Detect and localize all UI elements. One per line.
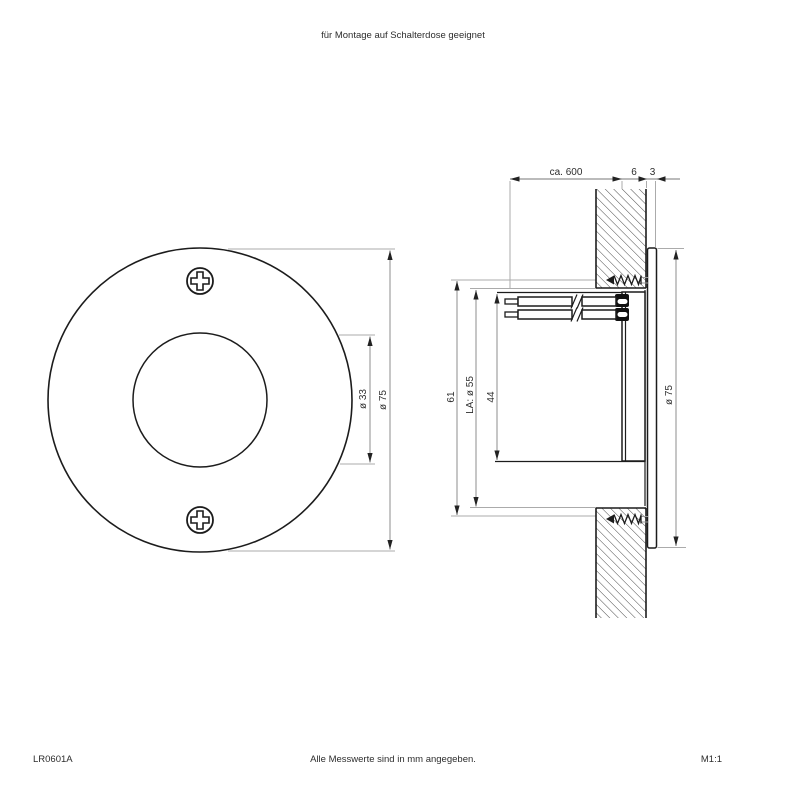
dim-label-inner-diameter: ø 33 [358, 389, 369, 409]
cover-outer-circle [47, 247, 353, 553]
light-aperture-circle [132, 332, 268, 468]
fixing-screw-bottom-icon [186, 506, 214, 534]
dim-label-fixing-distance: 61 [446, 391, 457, 403]
dim-label-cover-thickness: 3 [650, 167, 656, 178]
dim-fixing-distance: 61 [446, 281, 460, 515]
connection-cable-lower [504, 307, 617, 322]
cable-break-icon [576, 307, 584, 322]
cable-break-icon [570, 307, 578, 322]
units-note: Alle Messwerte sind in mm angegeben. [310, 754, 476, 765]
cable-break-icon [576, 294, 584, 309]
cable-break-icon [570, 294, 578, 309]
article-number: LR0601A [33, 754, 73, 765]
dim-label-cutout: LA: ø 55 [465, 376, 476, 414]
dim-label-outer-diameter: ø 75 [378, 390, 389, 410]
connection-terminals [615, 294, 629, 321]
mounting-screw-top-icon [606, 273, 648, 287]
dim-label-cover-diameter: ø 75 [664, 385, 675, 405]
fixing-screw-top-icon [186, 267, 214, 295]
wall-section-upper [595, 189, 647, 289]
front-extension-lines [228, 248, 395, 552]
side-view: ca. 600 6 3 61 LA: ø 55 44 ø 75 [446, 167, 686, 618]
mounting-screw-bottom-icon [606, 512, 648, 526]
dim-inner-diameter: ø 33 [358, 336, 373, 463]
dim-label-recess-depth: 6 [631, 167, 637, 178]
cover-plate [646, 247, 658, 549]
mounting-note: für Montage auf Schalterdose geeignet [321, 30, 485, 41]
connection-cable-upper [504, 294, 617, 309]
dim-cutout: LA: ø 55 [465, 290, 479, 507]
dim-housing-height: 44 [486, 294, 500, 460]
side-extension-lines [451, 181, 686, 548]
title-block: LR0601A Alle Messwerte sind in mm angege… [33, 754, 722, 765]
front-view: ø 33 ø 75 [47, 247, 395, 553]
recessed-housing [621, 290, 646, 506]
dim-recess-and-cover: 6 3 [622, 167, 680, 182]
dim-outer-diameter: ø 75 [378, 250, 393, 550]
scale-label: M1:1 [701, 754, 722, 765]
dim-label-cable-length: ca. 600 [550, 167, 583, 178]
wall-section-lower [595, 507, 647, 618]
dim-label-housing-height: 44 [486, 391, 497, 403]
dim-cover-diameter: ø 75 [664, 250, 679, 546]
dim-cable-length: ca. 600 [510, 167, 622, 182]
